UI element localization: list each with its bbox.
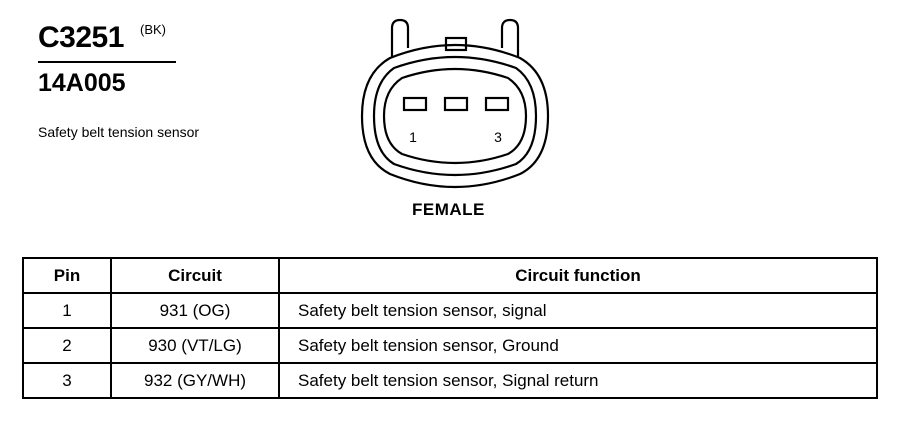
inner-face [372, 55, 538, 177]
component-description: Safety belt tension sensor [38, 124, 200, 140]
pin-cavity-3 [484, 96, 510, 112]
circuit-cell: 931 (OG) [110, 292, 280, 329]
right-lock-tab [500, 18, 520, 58]
pin-label-1: 1 [409, 129, 417, 145]
title-divider [38, 61, 176, 63]
pin-cavity-2 [443, 96, 469, 112]
connector-id: C3251 [38, 21, 124, 54]
function-cell: Safety belt tension sensor, Ground [278, 327, 878, 364]
function-cell: Safety belt tension sensor, signal [278, 292, 878, 329]
gender-label: FEMALE [412, 200, 485, 219]
circuit-cell: 932 (GY/WH) [110, 362, 280, 399]
header-pin: Pin [22, 257, 112, 294]
innermost-face [382, 67, 528, 165]
pin-label-3: 3 [494, 129, 502, 145]
table-row: 2 930 (VT/LG) Safety belt tension sensor… [22, 327, 878, 364]
connector-face-diagram: 1 3 [360, 18, 550, 189]
center-key [444, 36, 468, 52]
circuit-cell: 930 (VT/LG) [110, 327, 280, 364]
table-header-row: Pin Circuit Circuit function [22, 257, 878, 294]
header-circuit-function: Circuit function [278, 257, 878, 294]
outer-housing [360, 43, 550, 189]
pinout-table: Pin Circuit Circuit function 1 931 (OG) … [22, 257, 878, 399]
header-circuit: Circuit [110, 257, 280, 294]
color-code: (BK) [140, 22, 166, 37]
pin-cell: 1 [22, 292, 112, 329]
pin-cavity-1 [402, 96, 428, 112]
part-number: 14A005 [38, 69, 126, 97]
pin-cell: 3 [22, 362, 112, 399]
pin-cell: 2 [22, 327, 112, 364]
table-row: 1 931 (OG) Safety belt tension sensor, s… [22, 292, 878, 329]
left-lock-tab [390, 18, 410, 58]
table-row: 3 932 (GY/WH) Safety belt tension sensor… [22, 362, 878, 399]
function-cell: Safety belt tension sensor, Signal retur… [278, 362, 878, 399]
